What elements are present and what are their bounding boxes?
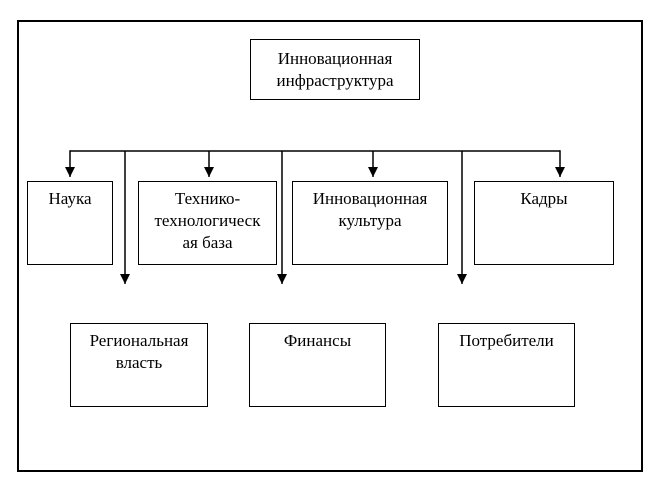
- node-finance-label: Финансы: [283, 331, 352, 350]
- node-regional-authority: Региональная власть: [70, 323, 208, 407]
- node-tech-base: Технико- технологическ ая база: [138, 181, 277, 265]
- node-innovation-infrastructure-label: Инновационная инфраструктура: [276, 48, 394, 90]
- node-personnel: Кадры: [474, 181, 614, 265]
- node-personnel-label: Кадры: [520, 189, 568, 208]
- node-regional-authority-label: Региональная власть: [89, 331, 189, 372]
- node-consumers: Потребители: [438, 323, 575, 407]
- node-innovation-infrastructure: Инновационная инфраструктура: [250, 39, 420, 100]
- node-science: Наука: [27, 181, 113, 265]
- node-science-label: Наука: [48, 189, 92, 208]
- diagram-border-frame: [17, 20, 643, 472]
- node-tech-base-label: Технико- технологическ ая база: [154, 189, 261, 252]
- node-innovation-culture-label: Инновационная культура: [312, 189, 428, 230]
- node-finance: Финансы: [249, 323, 386, 407]
- node-innovation-culture: Инновационная культура: [292, 181, 448, 265]
- node-consumers-label: Потребители: [459, 331, 554, 350]
